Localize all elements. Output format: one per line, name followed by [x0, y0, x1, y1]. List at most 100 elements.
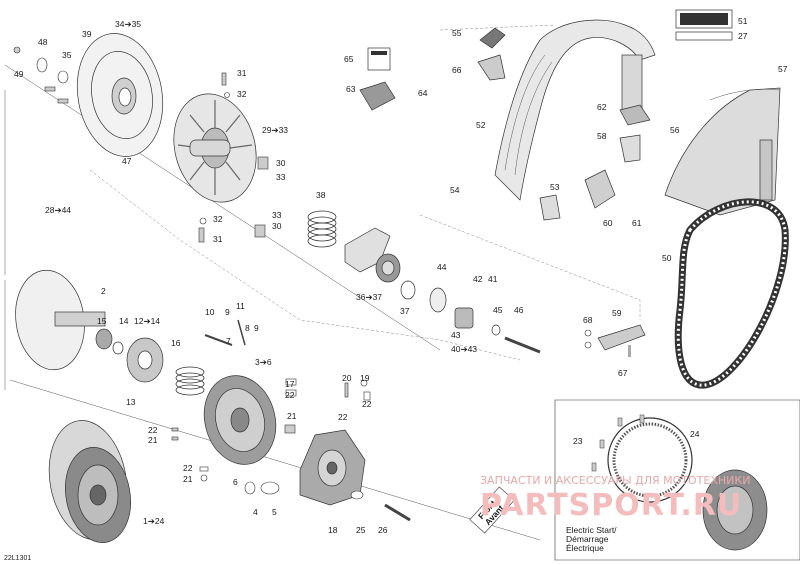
pulley-assembly-bottom-left — [48, 420, 131, 543]
callout-58: 13 — [126, 397, 136, 407]
callout-36: 58 — [597, 131, 607, 141]
watermark-line1: ЗАПЧАСТИ И АКСЕССУАРЫ ДЛЯ МОТОТЕХНИКИ — [480, 474, 750, 487]
callout-7: 29➔33 — [262, 125, 288, 135]
callout-20: 42 — [473, 274, 483, 284]
callout-70: 6 — [233, 477, 238, 487]
callout-44: 59 — [612, 308, 622, 318]
callout-24: 46 — [514, 305, 524, 315]
callout-78: 24 — [690, 429, 700, 439]
callout-67: 21 — [287, 411, 297, 421]
callout-25: 40➔43 — [451, 344, 477, 354]
drive-pulley-sliding-half — [173, 93, 257, 203]
callout-43: 68 — [583, 315, 593, 325]
callout-54: 8 — [245, 323, 250, 333]
callout-73: 18 — [328, 525, 338, 535]
callout-37: 56 — [670, 125, 680, 135]
callout-65: 17 — [285, 379, 295, 389]
callout-28: 64 — [418, 88, 428, 98]
callout-31: 52 — [476, 120, 486, 130]
callout-19: 44 — [437, 262, 447, 272]
callout-57: 3➔6 — [255, 357, 272, 367]
callout-77: 23 — [573, 436, 583, 446]
callout-16: 38 — [316, 190, 326, 200]
callout-35: 62 — [597, 102, 607, 112]
callout-75: 26 — [378, 525, 388, 535]
callout-1: 48 — [38, 37, 48, 47]
callout-51: 10 — [205, 307, 215, 317]
callout-68: 22 — [183, 463, 193, 473]
electric-start-text-2: Démarrage — [566, 534, 609, 544]
callout-41: 61 — [632, 218, 642, 228]
callout-23: 45 — [493, 305, 503, 315]
brackets-58-60-62 — [539, 104, 651, 221]
callout-71: 4 — [253, 507, 258, 517]
callout-13: 31 — [213, 234, 223, 244]
callout-32: 51 — [738, 16, 748, 26]
callout-69: 21 — [183, 474, 193, 484]
washers-fasteners-lower — [171, 319, 411, 522]
callout-62: 19 — [360, 373, 370, 383]
stickers-51-27-65 — [359, 9, 733, 111]
callout-76: 1➔24 — [143, 516, 165, 526]
callout-45: 67 — [618, 368, 628, 378]
callout-64: 22 — [338, 412, 348, 422]
callout-72: 5 — [272, 507, 277, 517]
callout-0: 34➔35 — [115, 19, 141, 29]
callout-34: 57 — [778, 64, 788, 74]
callout-40: 60 — [603, 218, 613, 228]
callout-59: 22 — [148, 425, 158, 435]
callout-10: 33 — [276, 172, 286, 182]
callout-29: 55 — [452, 28, 462, 38]
callout-26: 65 — [344, 54, 354, 64]
callout-30: 66 — [452, 65, 462, 75]
spring-38 — [307, 210, 337, 248]
callout-27: 63 — [346, 84, 356, 94]
diagram-id: 22L1301 — [4, 555, 31, 562]
drive-pulley-fixed-half — [76, 33, 164, 157]
driven-pulley-half — [15, 269, 124, 371]
callout-38: 54 — [450, 185, 460, 195]
spider-assembly — [344, 227, 401, 283]
callout-49: 12➔14 — [134, 316, 160, 326]
callout-12: 32 — [213, 214, 223, 224]
callout-74: 25 — [356, 525, 366, 535]
electric-start-inset — [554, 399, 800, 561]
callout-22: 43 — [451, 330, 461, 340]
bolts-top-left — [13, 46, 269, 243]
callout-4: 49 — [14, 69, 24, 79]
callout-8: 47 — [122, 156, 132, 166]
callout-17: 36➔37 — [356, 292, 382, 302]
callout-15: 30 — [272, 221, 282, 231]
callout-6: 32 — [237, 89, 247, 99]
callout-14: 33 — [272, 210, 282, 220]
callout-46: 2 — [101, 286, 106, 296]
callout-42: 50 — [662, 253, 672, 263]
callout-66: 22 — [285, 390, 295, 400]
callout-50: 16 — [171, 338, 181, 348]
callout-39: 53 — [550, 182, 560, 192]
drive-belt-50 — [674, 198, 789, 389]
callout-63: 22 — [362, 399, 372, 409]
bracket-59-67 — [584, 324, 646, 357]
callout-61: 20 — [342, 373, 352, 383]
callout-5: 31 — [237, 68, 247, 78]
watermark-line2: PARTSPORT.RU — [480, 488, 742, 523]
guard-57-56 — [664, 87, 781, 216]
electric-start-text-1: Electric Start/ — [566, 525, 617, 535]
callout-47: 15 — [97, 316, 107, 326]
callout-33: 27 — [738, 31, 748, 41]
callout-2: 39 — [82, 29, 92, 39]
callout-56: 7 — [226, 336, 231, 346]
cam-16 — [126, 337, 164, 383]
callout-3: 35 — [62, 50, 72, 60]
callout-11: 28➔44 — [45, 205, 71, 215]
electric-start-text-3: Électrique — [566, 543, 604, 553]
bracket-55-66 — [477, 27, 506, 81]
cover-bushings — [400, 280, 541, 354]
callout-21: 41 — [488, 274, 498, 284]
callout-52: 9 — [225, 307, 230, 317]
driven-pulley-fixed-half-18 — [299, 429, 366, 506]
callout-60: 21 — [148, 435, 158, 445]
